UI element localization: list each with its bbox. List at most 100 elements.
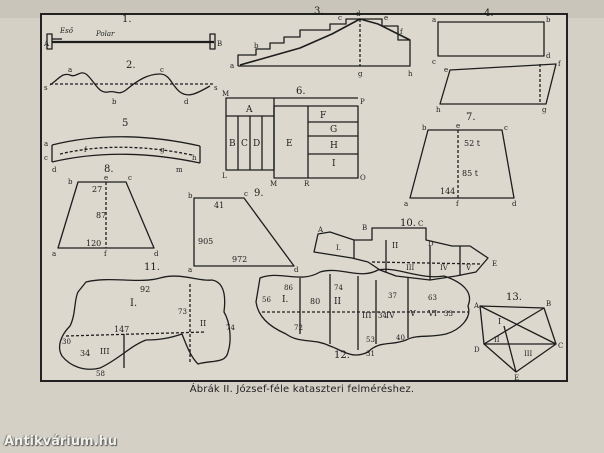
fig7-label-b: b: [422, 124, 427, 132]
fig10-cell-1: I.: [336, 244, 341, 252]
fig5-label-f: f: [84, 146, 88, 154]
fig9-label-a: a: [188, 266, 192, 274]
fig9-val-1: 41: [214, 201, 224, 210]
fig7-val-2: 85 t: [462, 169, 479, 178]
fig13-label-b: B: [546, 300, 551, 308]
fig12-cell-5: V: [409, 309, 416, 318]
fig11-val-7: 30: [62, 338, 71, 346]
fig11-val-5: 58: [96, 370, 105, 378]
fig10-label-a: A: [317, 226, 324, 234]
fig3-label-h: h: [408, 70, 413, 78]
fig10-label-b: B: [362, 224, 367, 232]
fig2-label-a: a: [68, 66, 72, 74]
fig2-label-d: d: [184, 98, 189, 106]
fig6-cell-b: B: [229, 139, 236, 149]
fig4-label-b: b: [546, 16, 551, 24]
fig12-val-5: 34: [378, 312, 387, 320]
figure-1: [46, 33, 216, 50]
fig6-cell-h: H: [330, 141, 338, 151]
fig9-label-b: b: [188, 192, 193, 200]
fig5-label-a: a: [44, 140, 48, 148]
fig12-val-3: 80: [310, 297, 320, 306]
figure-6: [225, 97, 359, 179]
fig12-val-6: 37: [388, 292, 397, 300]
figure-2: [49, 72, 214, 96]
fig6-corner-m2: M: [270, 180, 277, 188]
fig8-val-3: 120: [86, 239, 101, 248]
fig4-label-e: e: [444, 66, 448, 74]
fig11-val-3: 147: [114, 325, 129, 334]
fig6-cell-c: C: [241, 139, 248, 149]
fig12-cell-2: II: [334, 297, 342, 307]
fig6-corner-m: M: [222, 90, 229, 98]
figure-3: [237, 18, 411, 67]
fig10-cell-3: III: [406, 264, 415, 272]
fig1-label-a: A: [43, 40, 50, 48]
fig12-cell-6: VI: [427, 309, 437, 318]
fig5-label-m: m: [176, 166, 183, 174]
fig6-corner-p: P: [360, 98, 365, 106]
fig12-val-12: 31: [366, 350, 375, 358]
fig10-label-e: E: [492, 260, 497, 268]
fig12-val-9: 33: [444, 310, 453, 318]
fig7-label-f: f: [456, 200, 460, 208]
fig4-label-g: g: [542, 106, 547, 114]
fig3-label-a: a: [230, 62, 234, 70]
fig10-cell-5: V: [465, 264, 472, 272]
fig3-number: 3.: [314, 6, 324, 17]
figure-5: [51, 136, 201, 164]
fig2-label-c: c: [160, 66, 164, 74]
fig12-val-8: 63: [428, 294, 437, 302]
fig7-val-3: 144: [440, 187, 455, 196]
figure-8: [57, 181, 155, 249]
fig4-label-f: f: [558, 60, 562, 68]
fig9-val-2: 905: [198, 237, 213, 246]
fig10-number: 10.: [400, 218, 416, 229]
fig12-val-4: 56: [262, 296, 271, 304]
fig2-label-s1: s: [44, 84, 48, 92]
fig11-cell-2: II: [200, 319, 206, 328]
fig8-val-2: 87: [96, 211, 106, 220]
fig8-label-d: d: [154, 250, 159, 258]
fig3-label-b: b: [254, 42, 259, 50]
fig13-number: 13.: [506, 292, 522, 303]
fig5-number: 5: [122, 118, 128, 129]
fig1-label-mid: Polar: [95, 30, 115, 38]
fig12-val-11: 40: [396, 334, 405, 342]
fig6-corner-o: O: [360, 174, 366, 182]
fig5-label-h: h: [192, 154, 197, 162]
fig11-val-2: 73: [178, 308, 187, 316]
fig7-number: 7.: [466, 112, 476, 123]
fig8-label-c: c: [128, 174, 132, 182]
fig9-val-3: 972: [232, 255, 247, 264]
fig5-label-c: c: [44, 154, 48, 162]
fig12-cell-3: III: [362, 311, 371, 320]
watermark-logo: Antikvárium.hu: [4, 434, 117, 449]
fig13-cell-3: III: [524, 350, 533, 358]
fig10-label-d: D: [428, 240, 434, 248]
fig13-cell-2: II: [494, 336, 500, 344]
fig13-label-c: C: [558, 342, 563, 350]
fig13-label-a: A: [473, 302, 480, 310]
fig4-label-d: d: [546, 52, 551, 60]
fig1-label-left: Eső: [59, 26, 74, 35]
fig8-label-f: f: [104, 250, 108, 258]
fig13-label-e: E: [514, 374, 519, 382]
fig11-number: 11.: [144, 262, 160, 273]
fig5-label-d: d: [52, 166, 57, 174]
fig4-label-h: h: [436, 106, 441, 114]
fig2-number: 2.: [126, 60, 136, 71]
fig7-label-e: e: [456, 122, 460, 130]
fig11-cell-1: I.: [130, 298, 137, 309]
fig3-label-f: f: [400, 28, 404, 36]
fig12-number: 12.: [334, 350, 350, 361]
fig6-cell-g: G: [330, 125, 337, 135]
fig12-cell-4: IV: [386, 311, 395, 320]
fig4-label-a: a: [432, 16, 436, 24]
fig11-val-1: 92: [140, 285, 150, 294]
fig6-corner-r: R: [304, 180, 310, 188]
fig4-number: 4.: [484, 8, 494, 19]
fig12-val-7: 53: [366, 336, 375, 344]
fig2-label-s2: s: [214, 84, 218, 92]
